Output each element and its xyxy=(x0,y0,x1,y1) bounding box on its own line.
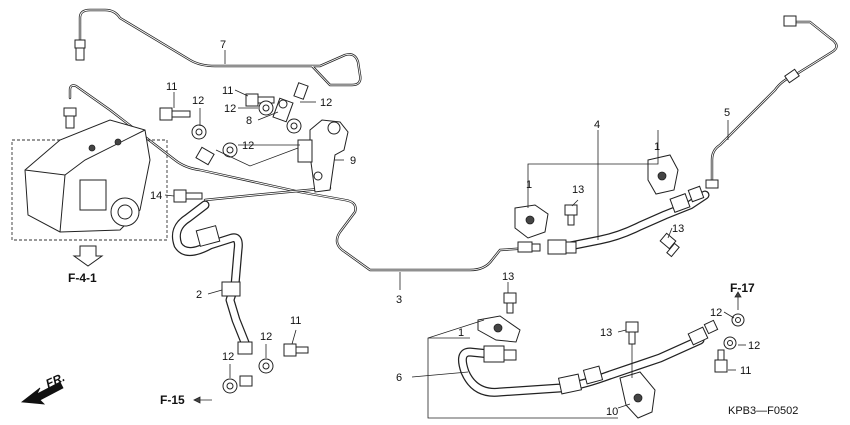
bolt-11-top-right xyxy=(293,82,309,100)
callout-7: 7 xyxy=(220,39,226,51)
bolt-14 xyxy=(173,189,203,203)
callout-5: 5 xyxy=(724,107,730,119)
reference-f17[interactable]: F-17 xyxy=(730,281,755,310)
callout-11: 11 xyxy=(290,315,301,327)
bolt-13-upper-right xyxy=(659,232,680,258)
bolt-11-top-left xyxy=(159,107,191,121)
pipe-fitting-abs xyxy=(63,107,77,129)
callout-13: 13 xyxy=(672,223,684,235)
callout-12: 12 xyxy=(320,97,332,109)
callout-10: 10 xyxy=(606,406,618,418)
clamp-1-upper-right xyxy=(647,154,679,195)
bolt-11-right xyxy=(714,349,728,373)
abs-modulator-box xyxy=(11,119,168,241)
pipe-fitting-top xyxy=(74,39,86,61)
callout-12: 12 xyxy=(710,307,722,319)
callout-13: 13 xyxy=(502,271,514,283)
bolt-13-upper-left xyxy=(564,204,578,226)
brake-hose-4 xyxy=(547,185,710,255)
brake-pipe-3 xyxy=(68,84,532,272)
brake-pipe-branch xyxy=(203,186,332,202)
pipe-3-end-fitting xyxy=(517,241,541,253)
bolt-11-top-mid xyxy=(245,93,275,107)
bolt-13-lower xyxy=(625,321,639,345)
callout-9: 9 xyxy=(350,155,356,167)
svg-text:F-15: F-15 xyxy=(160,393,185,407)
callout-12: 12 xyxy=(224,103,236,115)
callout-11: 11 xyxy=(166,81,177,93)
leader-lines xyxy=(164,50,746,419)
front-arrow-icon: FR. xyxy=(20,370,67,405)
washer-12-top-5 xyxy=(286,118,302,134)
fitting-12-top-2 xyxy=(195,146,215,166)
svg-text:F-4-1: F-4-1 xyxy=(68,271,97,285)
callout-1: 1 xyxy=(458,327,464,339)
bolt-11-bottom xyxy=(283,343,309,357)
clamp-1-lower xyxy=(477,315,521,343)
callout-12: 12 xyxy=(748,340,760,352)
fitting-bottom xyxy=(239,375,253,387)
brake-hose-2 xyxy=(171,200,253,355)
washer-12-top-1 xyxy=(191,124,207,140)
callout-1: 1 xyxy=(526,179,532,191)
washer-12-top-3 xyxy=(222,142,238,158)
callout-12: 12 xyxy=(242,140,254,152)
callout-8: 8 xyxy=(246,115,252,127)
callout-13: 13 xyxy=(600,327,612,339)
callout-11: 11 xyxy=(222,85,233,97)
callout-13: 13 xyxy=(572,184,584,196)
callout-11: 11 xyxy=(740,365,751,377)
washer-12-top-4 xyxy=(258,100,274,116)
reference-f41[interactable]: F-4-1 xyxy=(68,271,97,285)
washer-12-bottom-2 xyxy=(222,378,238,394)
joint-bolt-8 xyxy=(272,97,294,123)
brake-pipe-5 xyxy=(710,20,838,182)
down-arrow-f41 xyxy=(72,245,104,267)
reference-f15[interactable]: F-15 xyxy=(160,393,212,407)
brake-pipe-7 xyxy=(78,8,362,87)
callout-6: 6 xyxy=(396,372,402,384)
washer-12-right-2 xyxy=(723,336,737,350)
washer-12-bottom-1 xyxy=(258,358,274,374)
svg-text:F-17: F-17 xyxy=(730,281,755,295)
callout-12: 12 xyxy=(222,351,234,363)
proportioning-valve-9 xyxy=(297,119,349,193)
clamp-1-upper-left xyxy=(514,204,549,239)
callout-12: 12 xyxy=(192,95,204,107)
bolt-13-mid xyxy=(503,292,517,314)
callout-2: 2 xyxy=(196,289,202,301)
callout-4: 4 xyxy=(594,119,600,131)
diagram-code: KPB3—F0502 xyxy=(728,405,798,417)
washer-12-right-1 xyxy=(731,313,745,327)
pipe-5-fittings xyxy=(705,15,800,189)
callout-14: 14 xyxy=(150,190,162,202)
callout-12: 12 xyxy=(260,331,272,343)
front-label: FR. xyxy=(44,370,67,391)
callout-labels: 7 11 12 11 12 8 12 12 9 14 2 3 4 5 1 1 1… xyxy=(150,39,760,418)
callout-1: 1 xyxy=(654,141,660,153)
bracket-10 xyxy=(619,371,656,419)
brake-hose-6 xyxy=(457,319,719,397)
callout-3: 3 xyxy=(396,294,402,306)
